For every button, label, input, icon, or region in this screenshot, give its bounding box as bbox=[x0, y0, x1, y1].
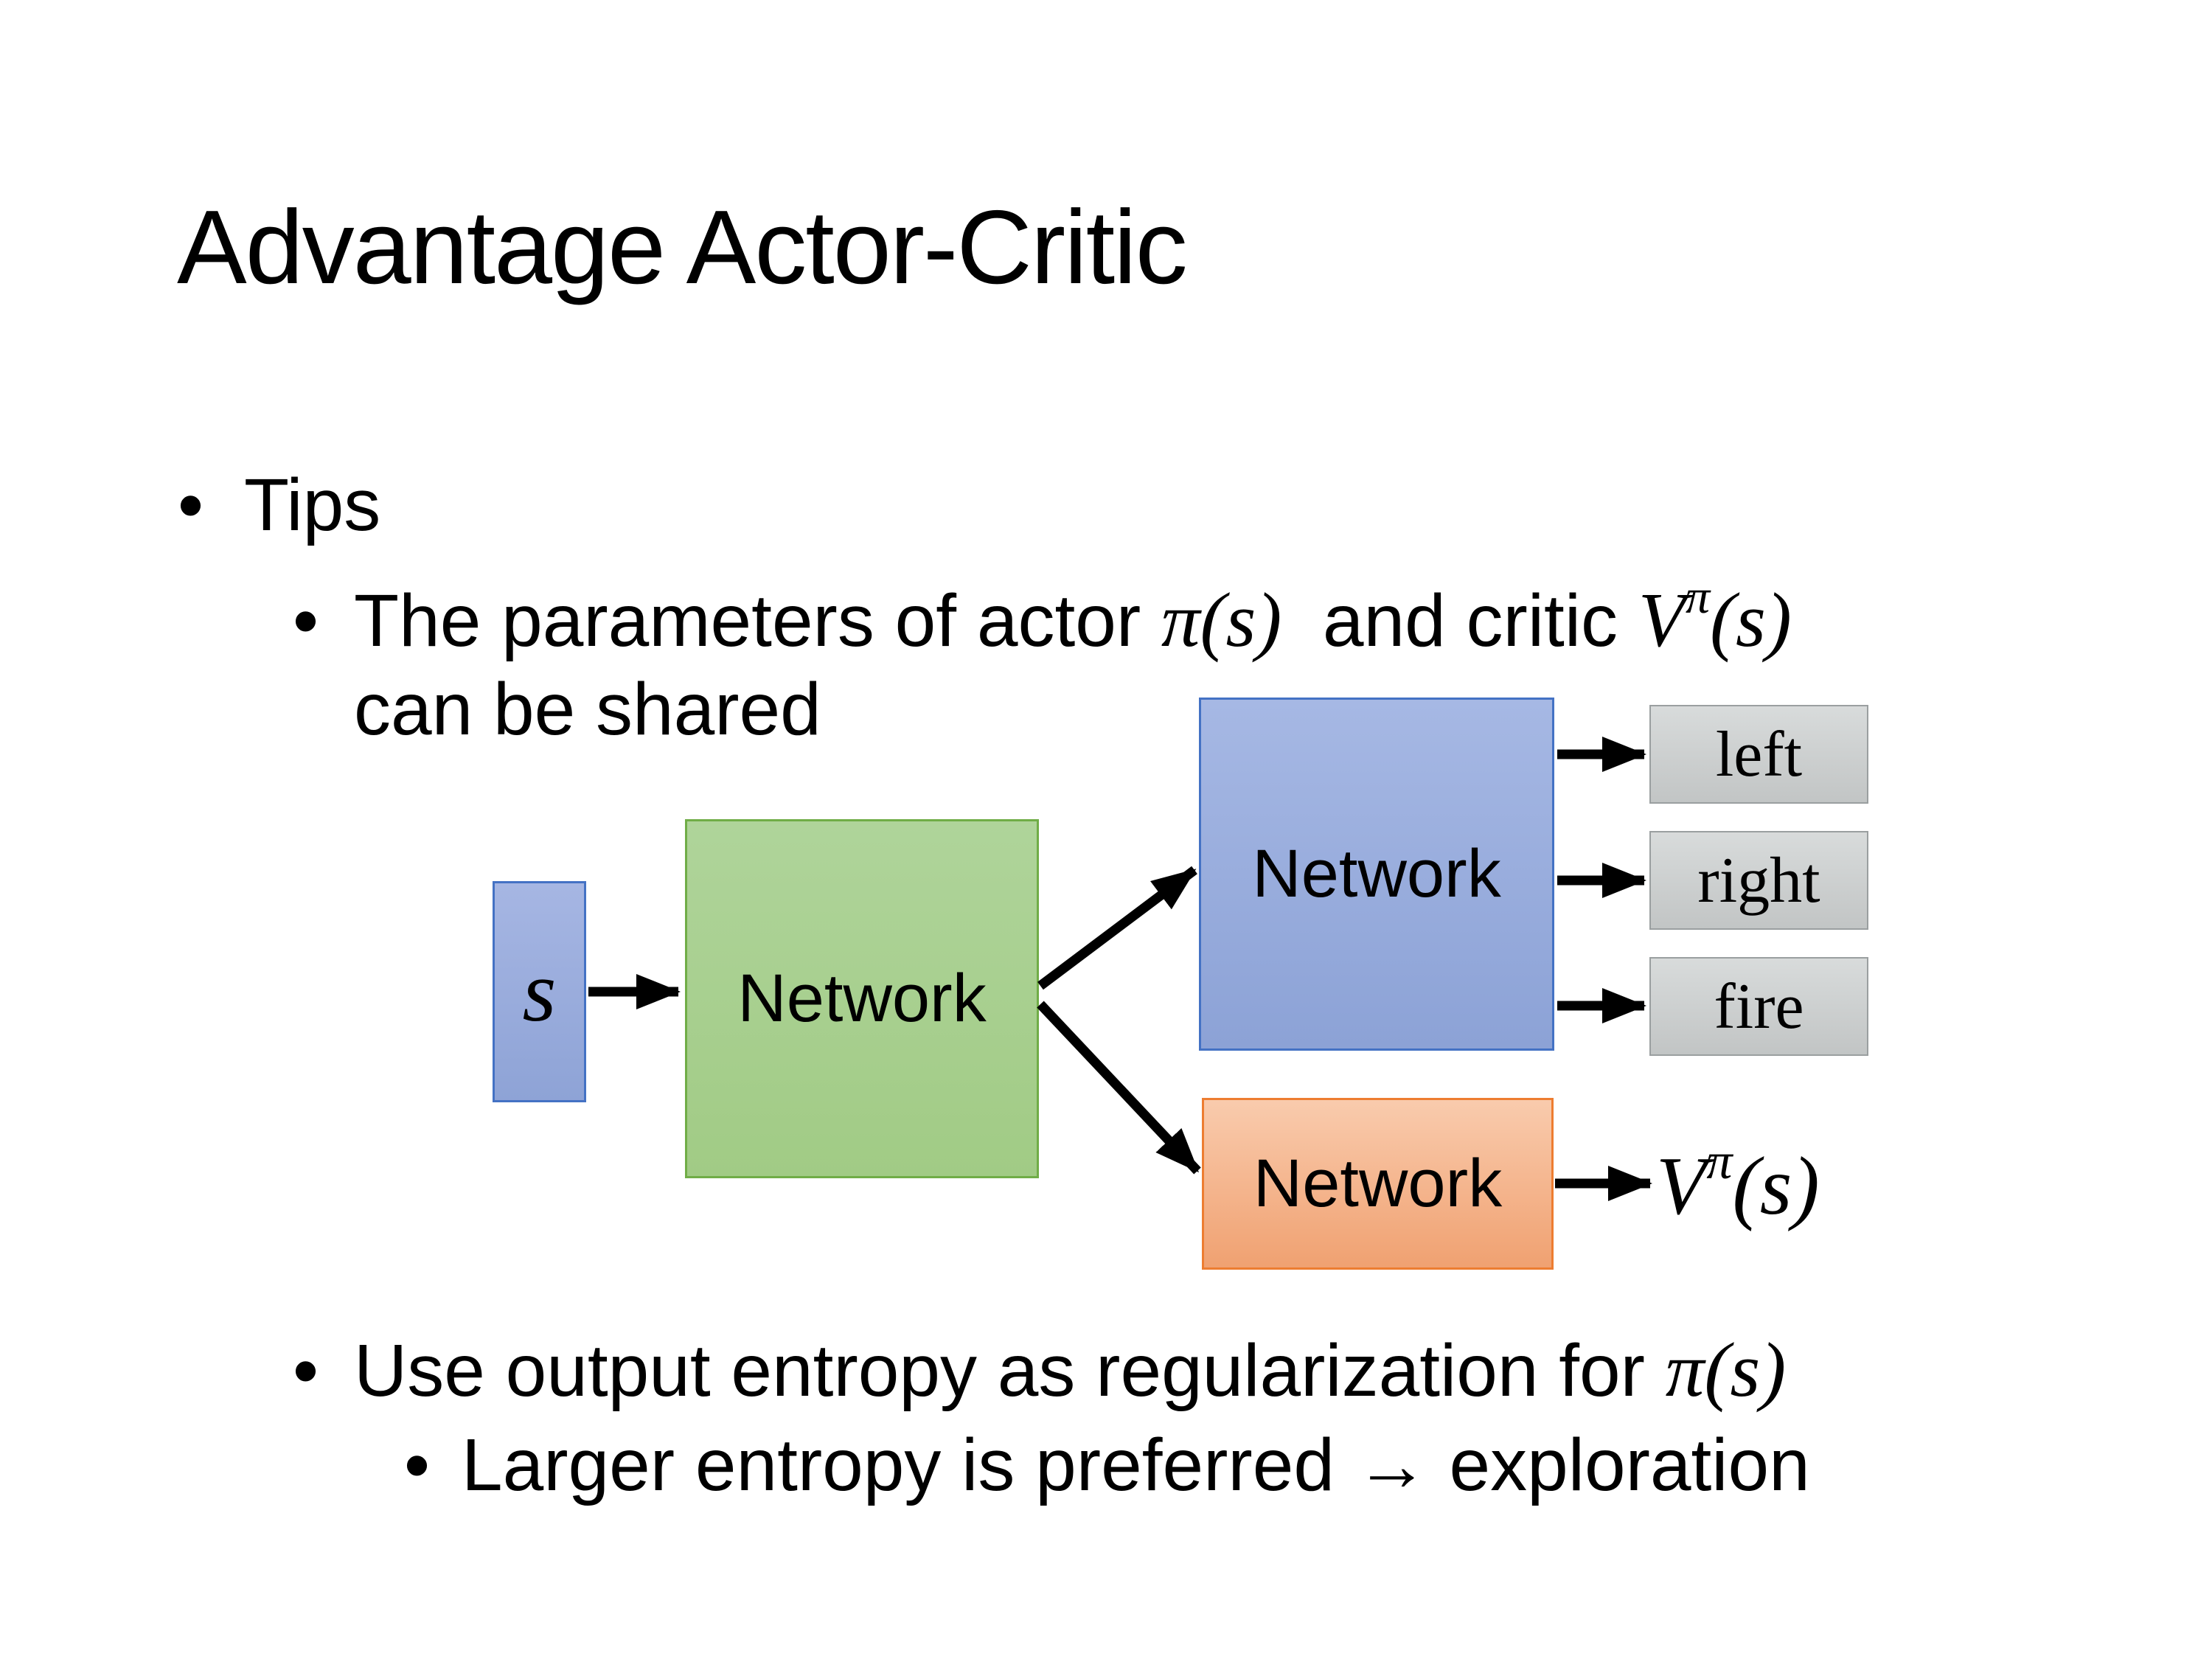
state-label: s bbox=[522, 943, 557, 1040]
bullet-exploration: • Larger entropy is preferred → explorati… bbox=[404, 1423, 1810, 1508]
arrow-shared-to-critic bbox=[1037, 1001, 1201, 1175]
entropy-policy-math: π(s) bbox=[1665, 1326, 1787, 1413]
bullet-shared-params-line2: can be shared bbox=[354, 667, 821, 752]
shared-network-label: Network bbox=[737, 961, 987, 1036]
actor-policy-math: π(s) bbox=[1161, 577, 1282, 663]
critic-value-args: (s) bbox=[1710, 577, 1792, 663]
shared-params-text-line2: can be shared bbox=[354, 668, 821, 751]
value-output-label: Vπ(s) bbox=[1656, 1133, 1820, 1234]
critic-value-sup: π bbox=[1685, 570, 1711, 624]
bullet-shared-params: • The parameters of actor π(s) and critic… bbox=[293, 569, 1792, 665]
shared-network-box: Network bbox=[685, 819, 1039, 1178]
critic-value-v: V bbox=[1638, 577, 1686, 663]
action-box-left: left bbox=[1649, 705, 1868, 804]
actor-network-box: Network bbox=[1199, 698, 1554, 1051]
bullet-glyph: • bbox=[178, 464, 204, 546]
value-v: V bbox=[1656, 1141, 1707, 1232]
value-args: (s) bbox=[1732, 1141, 1820, 1232]
shared-params-text-pre: The parameters of actor bbox=[354, 580, 1161, 662]
arrow-shared-to-actor bbox=[1037, 866, 1197, 990]
actor-network-label: Network bbox=[1252, 836, 1501, 911]
action-label-left: left bbox=[1715, 718, 1803, 790]
bullet-glyph: • bbox=[404, 1424, 431, 1506]
critic-network-label: Network bbox=[1253, 1146, 1503, 1221]
value-sup: π bbox=[1706, 1133, 1733, 1190]
shared-params-text-mid: and critic bbox=[1281, 580, 1638, 662]
bullet-glyph: • bbox=[293, 580, 319, 662]
bullet-tips-label: Tips bbox=[244, 464, 381, 546]
bullet-tips: • Tips bbox=[178, 463, 380, 548]
action-label-fire: fire bbox=[1714, 970, 1804, 1043]
action-box-right: right bbox=[1649, 831, 1868, 930]
entropy-text-pre: Use output entropy as regularization for bbox=[354, 1329, 1666, 1412]
action-box-fire: fire bbox=[1649, 957, 1868, 1056]
exploration-text: Larger entropy is preferred → exploratio… bbox=[462, 1424, 1810, 1506]
action-label-right: right bbox=[1697, 844, 1820, 917]
bullet-entropy: • Use output entropy as regularization fo… bbox=[293, 1326, 1786, 1415]
critic-network-box: Network bbox=[1202, 1098, 1554, 1270]
slide-title: Advantage Actor-Critic bbox=[177, 189, 1188, 306]
state-input-box: s bbox=[493, 881, 586, 1102]
bullet-glyph: • bbox=[293, 1329, 319, 1412]
